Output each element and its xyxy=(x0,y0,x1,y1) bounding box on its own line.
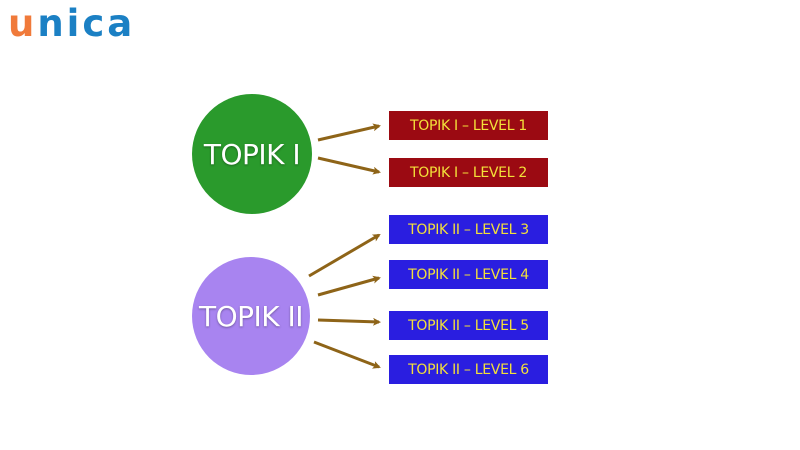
level-box-3-label: TOPIK II – LEVEL 3 xyxy=(408,221,529,238)
level-box-5: TOPIK II – LEVEL 5 xyxy=(389,311,548,340)
topik1-circle: TOPIK I xyxy=(192,94,312,214)
level-box-3: TOPIK II – LEVEL 3 xyxy=(389,215,548,244)
topik1-label: TOPIK I xyxy=(203,137,301,171)
level-box-1-label: TOPIK I – LEVEL 1 xyxy=(410,117,527,134)
level-box-1: TOPIK I – LEVEL 1 xyxy=(389,111,548,140)
level-box-5-label: TOPIK II – LEVEL 5 xyxy=(408,317,529,334)
arrow-topik2-level6 xyxy=(313,340,381,369)
unica-logo: unica xyxy=(8,2,135,46)
level-box-6: TOPIK II – LEVEL 6 xyxy=(389,355,548,384)
topik2-label: TOPIK II xyxy=(198,299,304,333)
level-box-4-label: TOPIK II – LEVEL 4 xyxy=(408,266,529,283)
level-box-4: TOPIK II – LEVEL 4 xyxy=(389,260,548,289)
level-box-2: TOPIK I – LEVEL 2 xyxy=(389,158,548,187)
arrow-topik1-level2 xyxy=(317,156,381,175)
arrow-topik1-level1 xyxy=(317,123,381,142)
level-box-2-label: TOPIK I – LEVEL 2 xyxy=(410,164,527,181)
arrow-topik2-level4 xyxy=(317,275,381,297)
arrow-topik2-level3 xyxy=(308,233,381,278)
topik2-circle: TOPIK II xyxy=(192,257,310,375)
level-box-6-label: TOPIK II – LEVEL 6 xyxy=(408,361,529,378)
logo-rest: nica xyxy=(37,2,136,45)
logo-first-letter: u xyxy=(8,2,38,45)
arrow-topik2-level5 xyxy=(317,317,381,326)
